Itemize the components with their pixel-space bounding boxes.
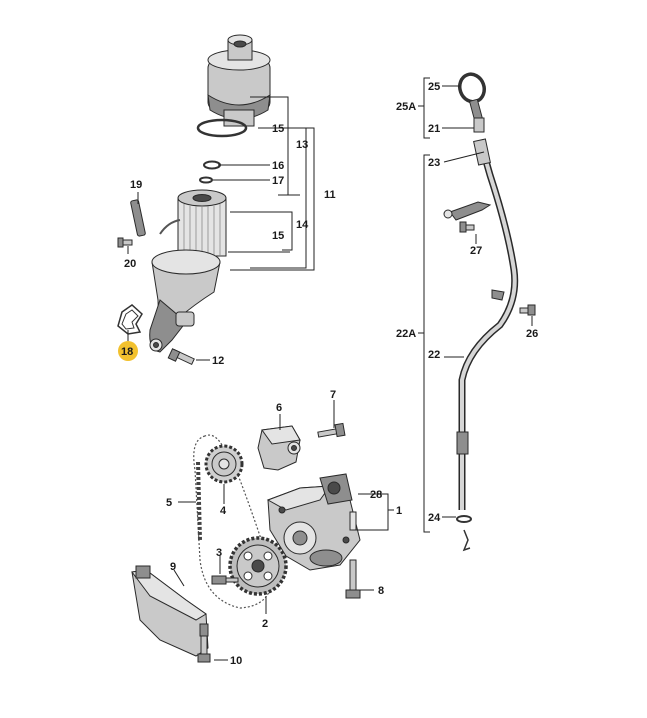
- label-23: 23: [428, 157, 440, 169]
- bolt-12: [167, 348, 195, 366]
- label-18: 18: [121, 346, 133, 358]
- oil-filter-housing-assembly: [117, 34, 271, 366]
- label-2: 2: [262, 618, 268, 630]
- label-12: 12: [212, 355, 224, 367]
- dipstick-assembly: [443, 72, 536, 552]
- bolt-7: [317, 422, 346, 438]
- oil-pump: [266, 473, 361, 571]
- label-7: 7: [330, 389, 336, 401]
- label-28: 28: [370, 489, 382, 501]
- filter-housing: [149, 249, 221, 353]
- label-15-lower: 15: [272, 230, 284, 242]
- label-9: 9: [170, 561, 176, 573]
- bracket-19: [130, 199, 146, 237]
- housing-gasket: [117, 304, 143, 335]
- label-3: 3: [216, 547, 222, 559]
- bolt-3: [211, 575, 239, 585]
- o-ring-large: [196, 118, 248, 138]
- label-21: 21: [428, 123, 440, 135]
- label-25a: 25A: [396, 101, 416, 113]
- bolt-20: [117, 237, 133, 248]
- label-6: 6: [276, 402, 282, 414]
- dipstick-handle: [457, 72, 487, 104]
- label-24: 24: [428, 512, 441, 524]
- leaders-dipstick: [418, 77, 533, 533]
- label-8: 8: [378, 585, 384, 597]
- bolt-10: [197, 635, 211, 663]
- label-10: 10: [230, 655, 242, 667]
- sprocket-small: [204, 444, 244, 484]
- dipstick-seal: [456, 515, 472, 523]
- drive-chain: [193, 434, 273, 609]
- dowel-pin: [349, 511, 357, 531]
- sprocket-large: [228, 536, 288, 596]
- label-26: 26: [526, 328, 538, 340]
- label-5: 5: [166, 497, 172, 509]
- dipstick-guide-tube: [458, 139, 519, 510]
- label-16: 16: [272, 160, 284, 172]
- label-15-upper: 15: [272, 123, 284, 135]
- label-20: 20: [124, 258, 136, 270]
- highlight-badge-18: [118, 341, 138, 361]
- label-25: 25: [428, 81, 440, 93]
- chain-tensioner: [257, 425, 301, 471]
- filter-cap: [207, 34, 271, 127]
- o-ring-small: [203, 160, 221, 170]
- bolt-26: [519, 304, 536, 316]
- label-14: 14: [296, 219, 309, 231]
- o-ring-tiny: [199, 176, 213, 184]
- oil-baffle: [131, 565, 209, 657]
- label-1: 1: [396, 505, 402, 517]
- leaders-top-left: [127, 96, 315, 361]
- bolt-27: [459, 221, 475, 233]
- bolt-8: [345, 559, 361, 599]
- leaders-pump: [173, 400, 394, 661]
- label-17: 17: [272, 175, 284, 187]
- label-13: 13: [296, 139, 308, 151]
- label-19: 19: [130, 179, 142, 191]
- label-27: 27: [470, 245, 482, 257]
- filter-element: [177, 189, 227, 258]
- label-11: 11: [324, 189, 336, 201]
- label-22: 22: [428, 349, 440, 361]
- label-4: 4: [220, 505, 227, 517]
- label-22a: 22A: [396, 328, 416, 340]
